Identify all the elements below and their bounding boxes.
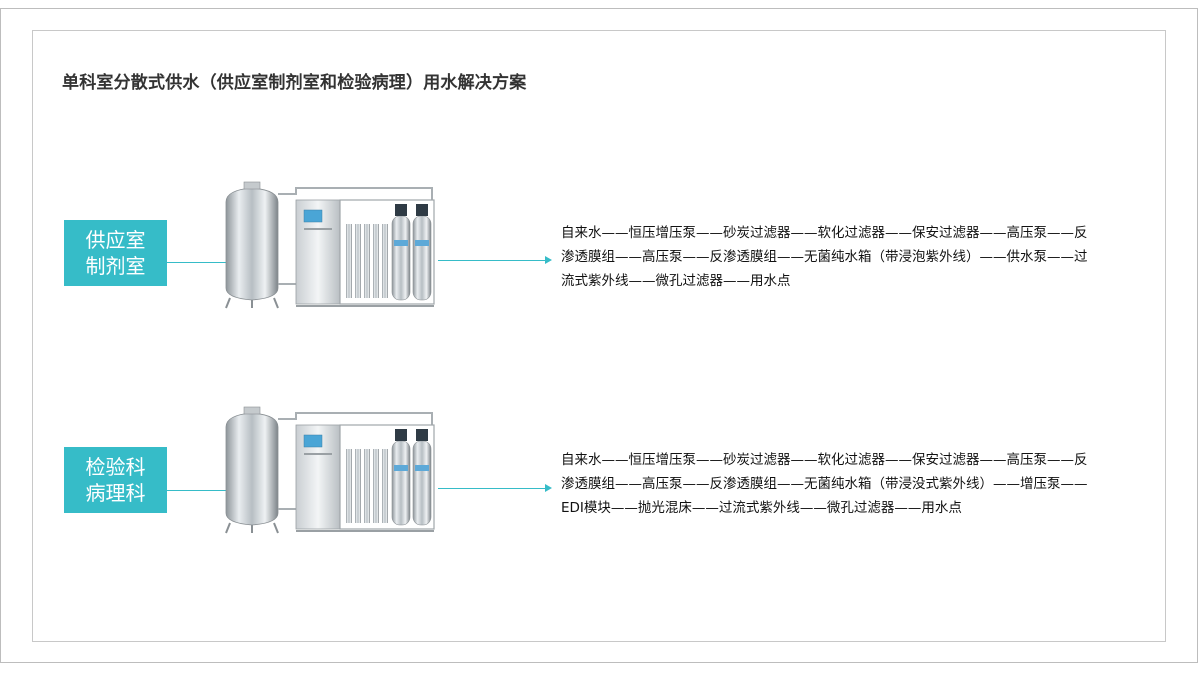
connector-line	[167, 262, 229, 263]
slide-content-border	[32, 30, 1166, 642]
arrow-head-icon	[545, 256, 552, 264]
process-line: EDI模块——抛光混床——过流式紫外线——微孔过滤器——用水点	[561, 500, 962, 516]
arrow-line	[438, 260, 546, 261]
water-treatment-equipment-image	[225, 181, 435, 309]
process-line: 流式紫外线——微孔过滤器——用水点	[561, 273, 791, 289]
process-line: 自来水——恒压增压泵——砂炭过滤器——软化过滤器——保安过滤器——高压泵——反	[561, 225, 1088, 241]
page-title: 单科室分散式供水（供应室制剂室和检验病理）用水解决方案	[62, 73, 527, 93]
department-label-line: 检验科	[85, 455, 146, 479]
department-label-line: 供应室	[85, 228, 146, 252]
department-label-line: 病理科	[85, 481, 146, 505]
solution-row-laboratory-pathology: 检验科 病理科	[0, 405, 1200, 545]
slide-outer-border	[0, 8, 1198, 663]
process-line: 渗透膜组——高压泵——反渗透膜组——无菌纯水箱（带浸泡紫外线）——供水泵——过	[561, 249, 1088, 265]
water-treatment-equipment-image	[225, 406, 435, 534]
solution-row-supply-preparation: 供应室 制剂室	[0, 180, 1200, 320]
connector-line	[167, 490, 229, 491]
process-line: 渗透膜组——高压泵——反渗透膜组——无菌纯水箱（带浸没式紫外线）——增压泵——	[561, 476, 1088, 492]
process-line: 自来水——恒压增压泵——砂炭过滤器——软化过滤器——保安过滤器——高压泵——反	[561, 452, 1088, 468]
department-label-box: 检验科 病理科	[64, 447, 167, 513]
arrow-head-icon	[545, 484, 552, 492]
process-description: 自来水——恒压增压泵——砂炭过滤器——软化过滤器——保安过滤器——高压泵——反 …	[561, 448, 1147, 520]
department-label-box: 供应室 制剂室	[64, 220, 167, 286]
department-label-line: 制剂室	[85, 254, 146, 278]
process-description: 自来水——恒压增压泵——砂炭过滤器——软化过滤器——保安过滤器——高压泵——反 …	[561, 221, 1147, 293]
arrow-line	[438, 488, 546, 489]
